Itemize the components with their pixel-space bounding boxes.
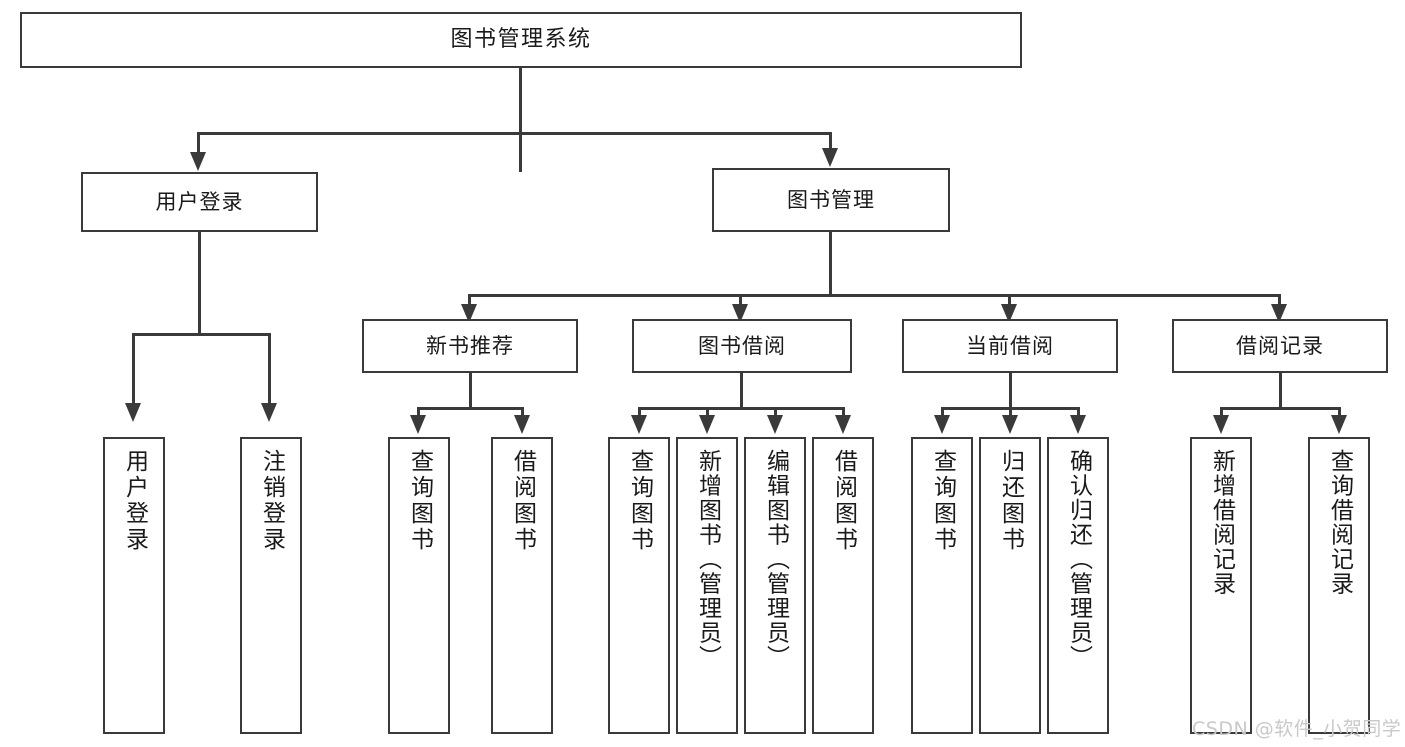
arrow-book-borrow-leaf-3 — [767, 415, 783, 434]
arrow-root-to-user-login — [190, 152, 206, 171]
node-borrow-record[interactable]: 借阅记录 — [1172, 319, 1388, 373]
leaf-return-book-label: 归还图书 — [997, 449, 1024, 553]
connector-new-book-drop-2 — [521, 407, 524, 417]
leaf-query-book-1[interactable]: 查询图书 — [388, 437, 450, 734]
connector-book-borrow-drop-4 — [842, 407, 845, 417]
arrow-book-manage-child-2 — [732, 304, 748, 323]
leaf-query-book-1-label: 查询图书 — [406, 449, 433, 553]
arrow-current-borrow-leaf-2 — [1002, 415, 1018, 434]
node-book-borrow-label: 图书借阅 — [698, 333, 786, 358]
node-user-login-label: 用户登录 — [155, 189, 244, 214]
arrow-book-manage-child-4 — [1271, 304, 1287, 323]
node-new-book-recommend[interactable]: 新书推荐 — [362, 319, 578, 373]
connector-book-borrow-drop-1 — [638, 407, 641, 417]
arrow-book-borrow-leaf-4 — [835, 415, 851, 434]
connector-book-manage-drop-3 — [1008, 294, 1011, 306]
leaf-user-login-label: 用户登录 — [121, 449, 148, 553]
connector-current-borrow-drop-1 — [941, 407, 944, 417]
leaf-add-record[interactable]: 新增借阅记录 — [1190, 437, 1252, 734]
arrow-user-login-leaf-2 — [261, 403, 277, 422]
connector-book-manage-bar — [468, 294, 1279, 297]
arrow-book-manage-child-3 — [1001, 304, 1017, 323]
connector-new-book-stem — [469, 373, 472, 409]
connector-new-book-bar — [417, 407, 523, 410]
leaf-query-book-3-label: 查询图书 — [929, 449, 956, 553]
leaf-return-book[interactable]: 归还图书 — [979, 437, 1041, 734]
leaf-edit-book-label: 编辑图书（管理员） — [762, 449, 789, 670]
leaf-confirm-return-label: 确认归还（管理员） — [1065, 449, 1092, 670]
leaf-query-record[interactable]: 查询借阅记录 — [1308, 437, 1370, 734]
arrow-borrow-record-leaf-1 — [1213, 415, 1229, 434]
arrow-book-manage-child-1 — [461, 304, 477, 323]
connector-user-login-drop-2 — [268, 333, 271, 405]
node-borrow-record-label: 借阅记录 — [1236, 333, 1324, 358]
arrow-root-to-book-manage — [822, 148, 838, 167]
arrow-book-borrow-leaf-1 — [631, 415, 647, 434]
connector-borrow-record-drop-2 — [1338, 407, 1341, 417]
leaf-add-book-label: 新增图书（管理员） — [694, 449, 721, 670]
leaf-user-logout-label: 注销登录 — [258, 449, 285, 553]
connector-root-to-book-manage — [829, 132, 832, 150]
connector-current-borrow-stem — [1009, 373, 1012, 409]
connector-book-manage-drop-4 — [1278, 294, 1281, 306]
connector-user-login-bar — [132, 333, 270, 336]
node-user-login[interactable]: 用户登录 — [81, 172, 318, 232]
node-book-manage-label: 图书管理 — [787, 187, 875, 212]
connector-book-borrow-drop-2 — [706, 407, 709, 417]
connector-book-borrow-bar — [638, 407, 844, 410]
csdn-watermark: CSDN @软件_小贺同学 — [1192, 718, 1402, 740]
connector-book-borrow-stem — [740, 373, 743, 409]
connector-book-borrow-drop-3 — [774, 407, 777, 417]
connector-book-manage-stem — [829, 232, 832, 296]
connector-user-login-stem — [198, 232, 201, 335]
arrow-user-login-leaf-1 — [125, 403, 141, 422]
arrow-current-borrow-leaf-3 — [1070, 415, 1086, 434]
connector-borrow-record-drop-1 — [1220, 407, 1223, 417]
leaf-borrow-book-2[interactable]: 借阅图书 — [812, 437, 874, 734]
leaf-edit-book[interactable]: 编辑图书（管理员） — [744, 437, 806, 734]
leaf-user-logout[interactable]: 注销登录 — [240, 437, 302, 734]
node-root-system-label: 图书管理系统 — [450, 27, 592, 53]
connector-root-to-user-login — [197, 132, 200, 154]
arrow-new-book-leaf-1 — [410, 415, 426, 434]
connector-root-bar — [197, 132, 831, 135]
connector-current-borrow-drop-2 — [1009, 407, 1012, 417]
arrow-current-borrow-leaf-1 — [934, 415, 950, 434]
leaf-query-record-label: 查询借阅记录 — [1326, 449, 1353, 596]
node-current-borrow[interactable]: 当前借阅 — [902, 319, 1118, 373]
connector-user-login-drop-1 — [132, 333, 135, 405]
leaf-confirm-return[interactable]: 确认归还（管理员） — [1047, 437, 1109, 734]
leaf-query-book-2-label: 查询图书 — [626, 449, 653, 553]
connector-borrow-record-bar — [1220, 407, 1340, 410]
node-book-manage[interactable]: 图书管理 — [712, 168, 950, 232]
connector-book-manage-drop-1 — [468, 294, 471, 306]
arrow-new-book-leaf-2 — [514, 415, 530, 434]
connector-new-book-drop-1 — [417, 407, 420, 417]
leaf-add-record-label: 新增借阅记录 — [1208, 449, 1235, 596]
node-current-borrow-label: 当前借阅 — [966, 333, 1054, 358]
leaf-borrow-book-1-label: 借阅图书 — [509, 449, 536, 553]
connector-current-borrow-drop-3 — [1077, 407, 1080, 417]
leaf-query-book-3[interactable]: 查询图书 — [911, 437, 973, 734]
leaf-user-login[interactable]: 用户登录 — [103, 437, 165, 734]
leaf-add-book[interactable]: 新增图书（管理员） — [676, 437, 738, 734]
connector-book-manage-drop-2 — [739, 294, 742, 306]
leaf-query-book-2[interactable]: 查询图书 — [608, 437, 670, 734]
leaf-borrow-book-2-label: 借阅图书 — [830, 449, 857, 553]
leaf-borrow-book-1[interactable]: 借阅图书 — [491, 437, 553, 734]
node-new-book-recommend-label: 新书推荐 — [426, 333, 514, 358]
node-book-borrow[interactable]: 图书借阅 — [632, 319, 852, 373]
arrow-borrow-record-leaf-2 — [1331, 415, 1347, 434]
connector-root-stem — [519, 68, 522, 172]
node-root-system[interactable]: 图书管理系统 — [20, 12, 1022, 68]
arrow-book-borrow-leaf-2 — [699, 415, 715, 434]
connector-borrow-record-stem — [1279, 373, 1282, 409]
